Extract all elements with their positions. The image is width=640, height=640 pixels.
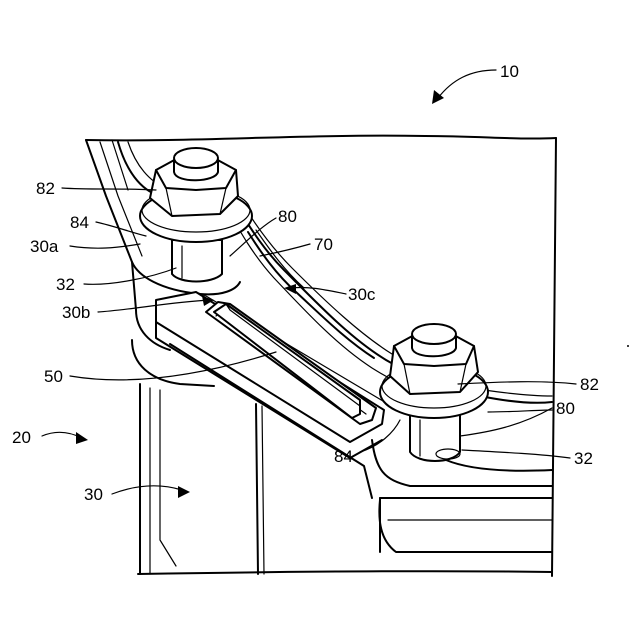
- label-82-top: 82: [36, 179, 55, 198]
- bolt-assembly-top: [140, 148, 252, 282]
- label-30a: 30a: [30, 237, 59, 256]
- bolt-assembly-right: [380, 324, 488, 461]
- label-84-bottom: 84: [334, 447, 353, 466]
- label-70: 70: [314, 235, 333, 254]
- label-10: 10: [500, 62, 519, 81]
- label-32-right: 32: [574, 449, 593, 468]
- reference-labels: 10 82 84 30a 32 30b 80 70 30c 50 20 30 8…: [12, 62, 599, 504]
- margin-dot: [627, 345, 629, 347]
- plate-50: [156, 292, 388, 498]
- label-30b: 30b: [62, 303, 90, 322]
- label-32-top: 32: [56, 275, 75, 294]
- label-50: 50: [44, 367, 63, 386]
- label-84-top: 84: [70, 213, 89, 232]
- label-80-top: 80: [278, 207, 297, 226]
- right-boss: [372, 440, 552, 552]
- label-30: 30: [84, 485, 103, 504]
- label-30c: 30c: [348, 285, 376, 304]
- label-80-right: 80: [556, 399, 575, 418]
- label-20: 20: [12, 428, 31, 447]
- label-82-right: 82: [580, 375, 599, 394]
